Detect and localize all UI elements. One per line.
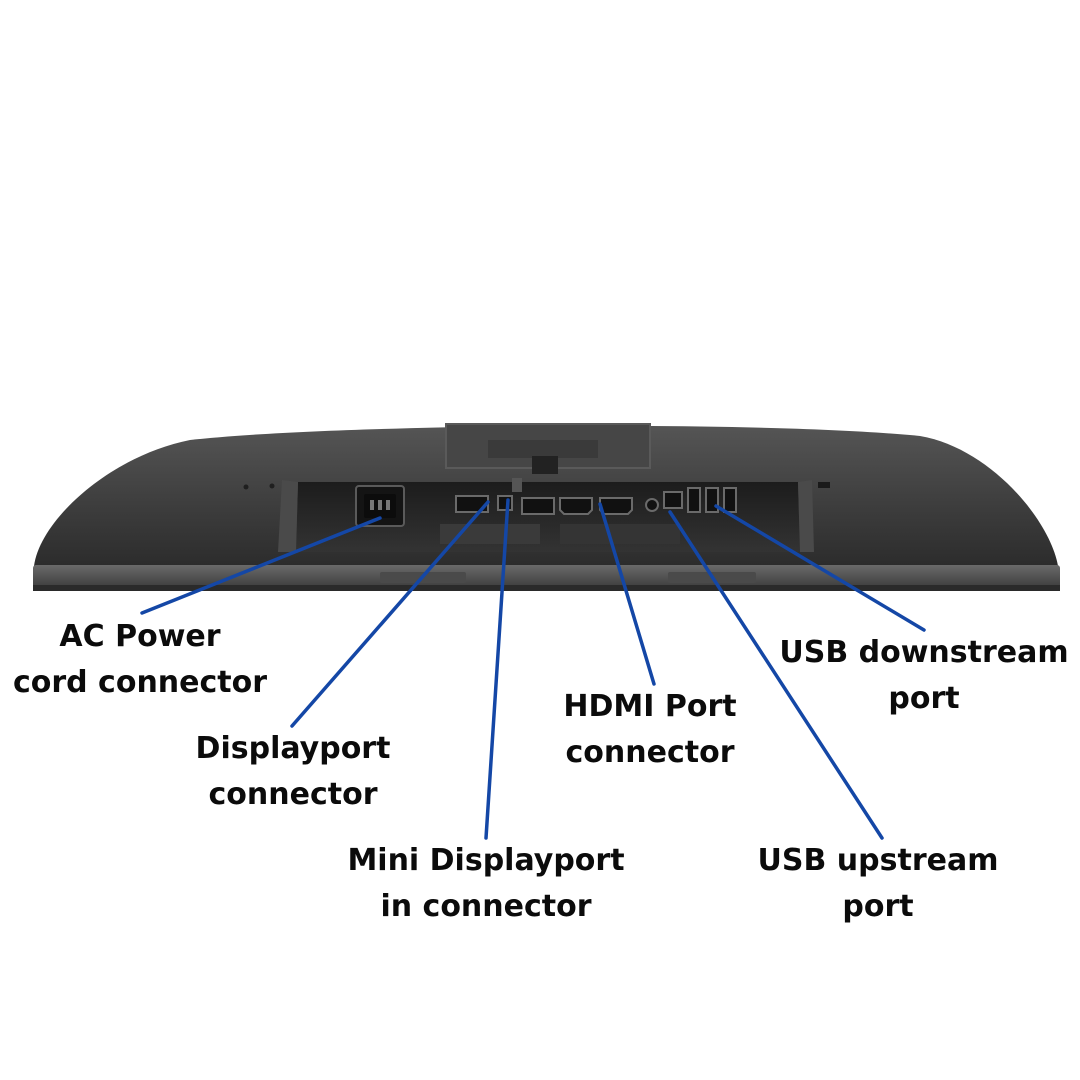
label-ac-power-line2: cord connector	[12, 665, 268, 700]
label-displayport: Displayport connector	[196, 726, 391, 818]
screw-hole	[243, 484, 249, 490]
leader-line-usb-upstream	[668, 510, 884, 840]
leader-line-mini-displayport	[484, 498, 510, 840]
ac-pin	[386, 500, 390, 510]
hdmi-port-1	[559, 497, 593, 515]
label-usb-upstream: USB upstream port	[758, 838, 999, 930]
usb-downstream-port	[687, 487, 701, 513]
ac-pin	[378, 500, 382, 510]
screw-hole	[269, 483, 275, 489]
mount-label	[488, 440, 598, 458]
label-usb-downstream-line2: port	[888, 681, 960, 716]
label-hdmi: HDMI Port connector	[563, 684, 736, 776]
monitor-bottom-bezel	[33, 565, 1060, 589]
lock-slot-icon	[818, 482, 830, 488]
mount-latch	[532, 456, 558, 474]
label-usb-downstream-line1: USB downstream	[779, 635, 1069, 670]
usb-downstream-port	[723, 487, 737, 513]
label-ac-power: AC Power cord connector	[13, 614, 267, 706]
audio-jack	[645, 498, 659, 512]
usb-upstream-port	[663, 491, 683, 509]
label-mini-displayport: Mini Displayport in connector	[347, 838, 624, 930]
port-bay-right-wall	[798, 480, 814, 552]
label-usb-downstream: USB downstream port	[779, 630, 1068, 722]
label-mini-displayport-line2: in connector	[380, 889, 592, 924]
label-ac-power-line1: AC Power	[59, 619, 221, 654]
label-mini-displayport-line1: Mini Displayport	[347, 843, 625, 878]
label-hdmi-line1: HDMI Port	[563, 689, 737, 724]
port-divider	[512, 478, 522, 492]
leader-line-ac-power	[140, 516, 382, 615]
mini-displayport-connector	[497, 495, 513, 511]
label-hdmi-line2: connector	[565, 735, 735, 770]
label-usb-upstream-line2: port	[842, 889, 914, 924]
label-displayport-line2: connector	[208, 777, 378, 812]
ac-pin	[370, 500, 374, 510]
displayport-out-connector	[521, 497, 555, 515]
leader-line-hdmi	[598, 502, 656, 686]
bezel-shadow	[33, 585, 1060, 591]
hdmi-port-2	[599, 497, 633, 515]
label-displayport-line1: Displayport	[195, 731, 391, 766]
leader-line-usb-downstream	[714, 504, 926, 632]
usb-downstream-port	[705, 487, 719, 513]
label-usb-upstream-line1: USB upstream	[757, 843, 999, 878]
regulatory-sticker	[560, 524, 680, 544]
port-bay-left-wall	[278, 480, 298, 552]
leader-line-displayport	[290, 500, 490, 728]
